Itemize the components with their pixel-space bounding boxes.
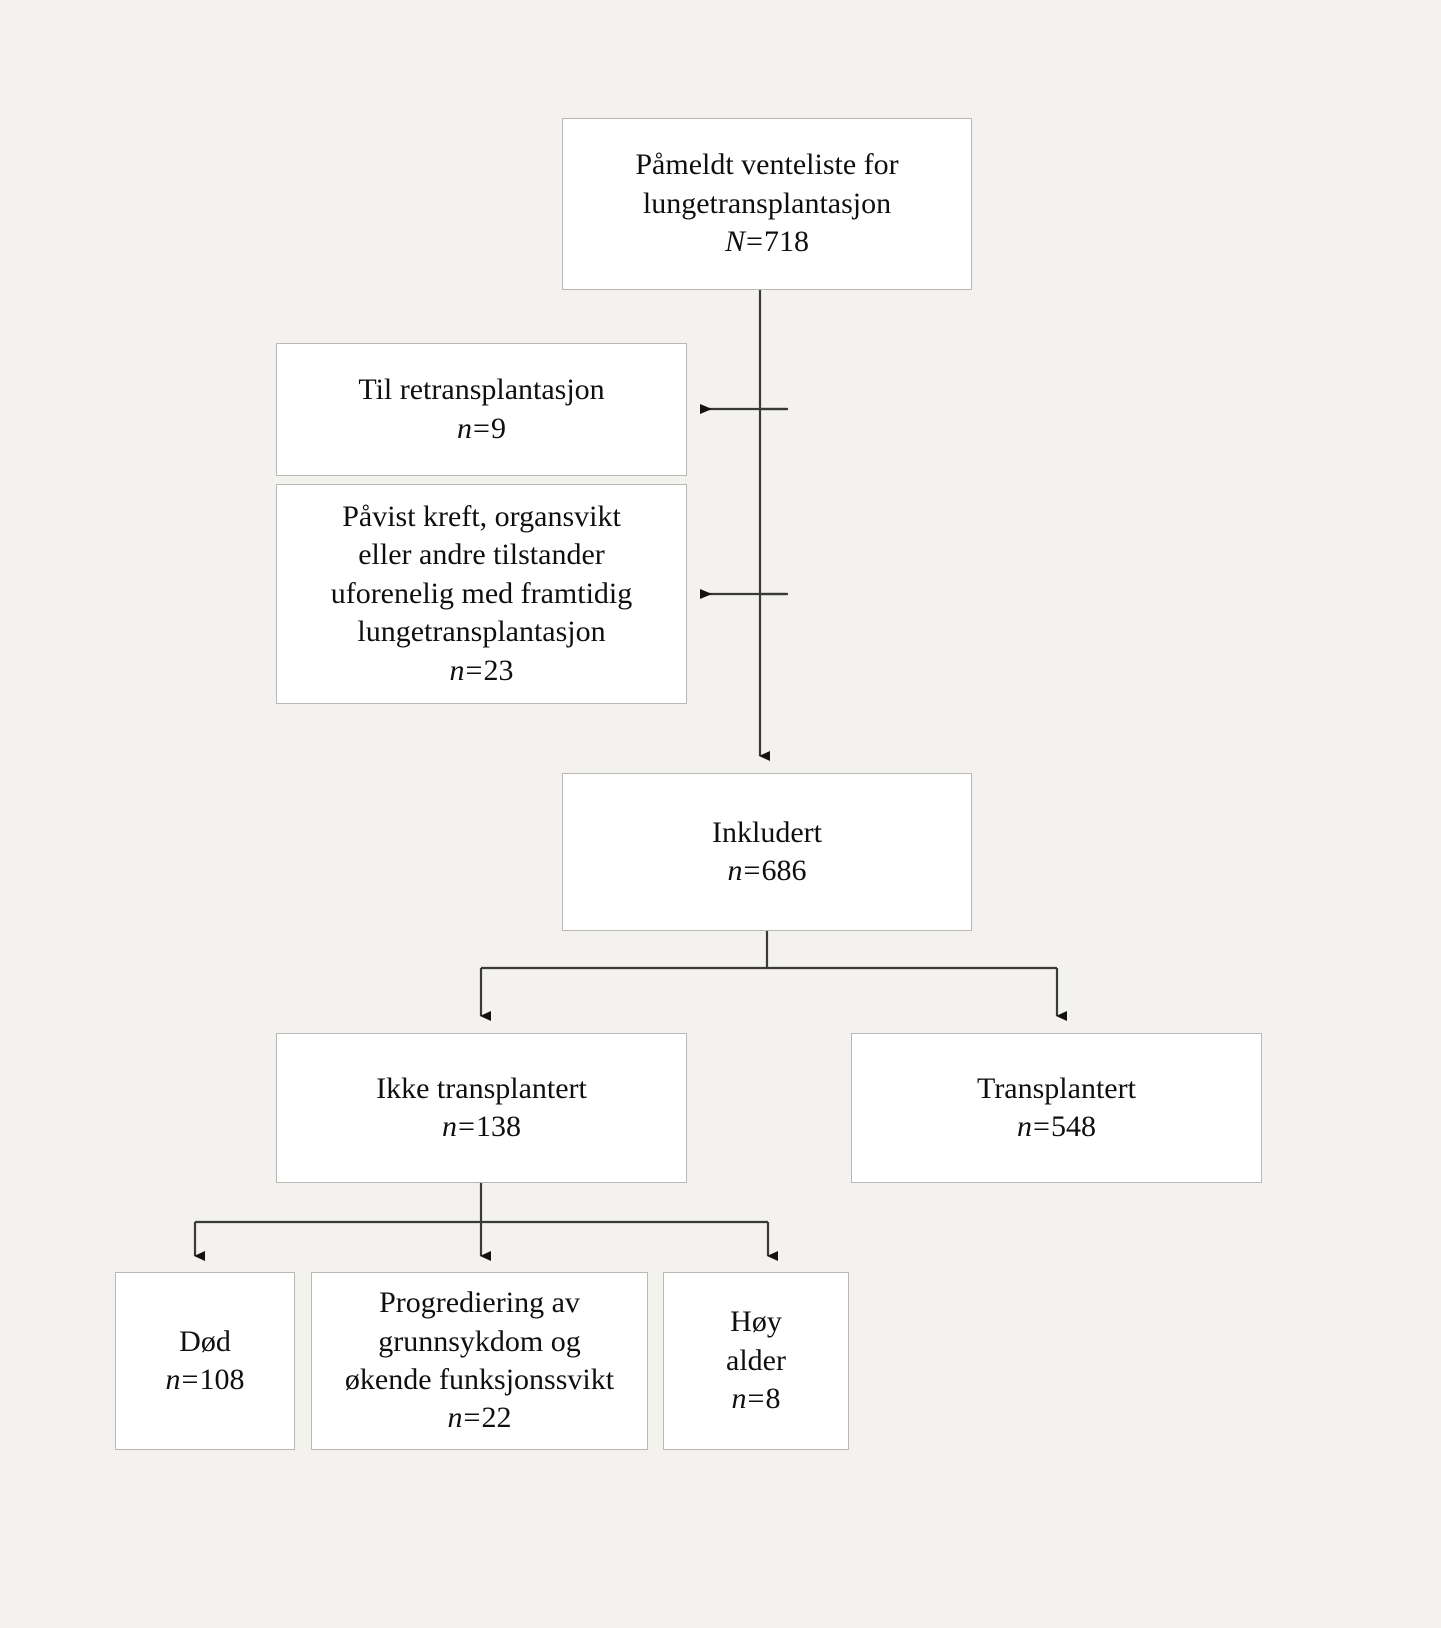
node-not-transplanted-count-value: 138 [475,1110,521,1143]
node-progression-line-1: Progrediering av [379,1286,580,1320]
node-transplanted-count-symbol: n [1017,1110,1033,1143]
node-transplanted-count-eq: = [1033,1110,1050,1143]
node-not-transplanted-line-1: Ikke transplantert [376,1071,587,1105]
node-excluded: Påvist kreft, organsvikt eller andre til… [276,484,687,704]
node-dead-count-eq: = [181,1363,199,1396]
node-high-age-line-2: alder [726,1343,786,1377]
node-high-age-count-symbol: n [731,1382,747,1416]
node-high-age-count-value: 8 [765,1382,781,1416]
node-enrolled-count-eq: = [746,225,763,259]
node-transplanted-line-1: Transplantert [977,1071,1136,1105]
node-dead-count: n=108 [166,1361,245,1399]
node-progression: Progrediering av grunnsykdom og økende f… [311,1272,648,1450]
node-dead-count-value: 108 [199,1363,245,1396]
node-retransplantation-count-eq: = [473,411,490,445]
node-retransplantation-count-symbol: n [457,411,473,445]
node-enrolled: Påmeldt venteliste for lungetransplantas… [562,118,972,290]
node-not-transplanted-count: n=138 [442,1108,521,1146]
node-not-transplanted-count-symbol: n [442,1110,458,1143]
node-excluded-line-4: lungetransplantasjon [357,615,606,649]
node-high-age-count: n=8 [732,1380,781,1418]
node-transplanted-count: n=548 [1017,1108,1096,1146]
node-progression-count: n=22 [448,1399,512,1437]
node-progression-line-2: grunnsykdom og [378,1324,581,1358]
node-dead-count-symbol: n [165,1363,181,1396]
node-not-transplanted-count-eq: = [458,1110,475,1143]
node-excluded-line-2: eller andre tilstander [358,538,605,572]
node-excluded-count-symbol: n [449,653,465,687]
node-progression-count-eq: = [463,1401,481,1435]
node-progression-line-3: økende funksjonssvikt [344,1363,615,1396]
node-retransplantation: Til retransplantasjon n=9 [276,343,687,476]
node-included-count-value: 686 [761,854,807,887]
node-excluded-line-3: uforenelig med framtidig [330,576,633,610]
node-not-transplanted: Ikke transplantert n=138 [276,1033,687,1183]
node-included-line-1: Inkludert [712,815,822,849]
node-excluded-count-value: 23 [483,653,514,687]
node-retransplantation-count: n=9 [457,410,506,448]
node-retransplantation-line-1: Til retransplantasjon [358,373,605,407]
node-enrolled-line-2: lungetransplantasjon [642,186,892,220]
node-high-age-count-eq: = [747,1382,765,1416]
node-included-count: n=686 [728,852,807,890]
node-retransplantation-count-value: 9 [490,411,506,445]
node-enrolled-count-symbol: N [725,225,746,259]
node-transplanted-count-value: 548 [1050,1110,1096,1143]
node-excluded-count: n=23 [450,652,514,690]
node-transplanted: Transplantert n=548 [851,1033,1262,1183]
node-enrolled-count: N=718 [725,223,809,261]
node-progression-count-symbol: n [447,1401,463,1435]
node-included-count-eq: = [743,854,761,887]
node-enrolled-count-value: 718 [763,225,809,259]
node-excluded-line-1: Påvist kreft, organsvikt [342,500,621,534]
node-included-count-symbol: n [727,854,743,887]
node-dead: Død n=108 [115,1272,295,1450]
node-high-age-line-1: Høy [730,1305,782,1339]
node-enrolled-line-1: Påmeldt venteliste for [635,148,899,182]
node-dead-line-1: Død [179,1324,231,1358]
node-high-age: Høy alder n=8 [663,1272,849,1450]
node-included: Inkludert n=686 [562,773,972,931]
node-excluded-count-eq: = [465,653,483,687]
node-progression-count-value: 22 [481,1401,512,1435]
